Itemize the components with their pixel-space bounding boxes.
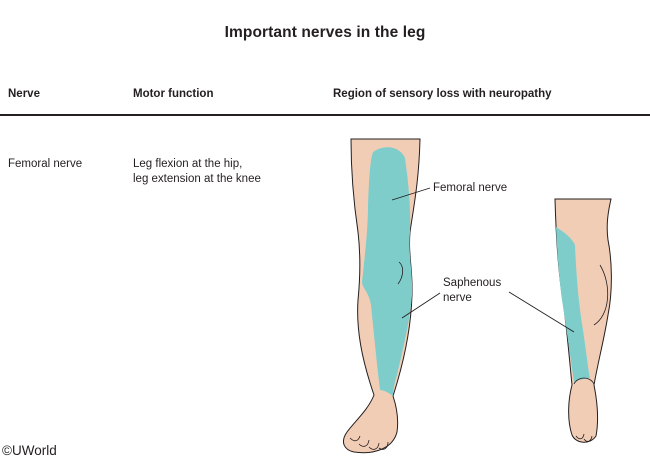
saphenous-label-line-2: nerve (443, 291, 501, 306)
copyright-notice: ©UWorld (2, 443, 57, 458)
anterior-leg (343, 139, 440, 453)
saphenous-label-line-1: Saphenous (443, 276, 501, 291)
medial-leg (509, 199, 611, 442)
saphenous-nerve-label: Saphenous nerve (443, 276, 501, 306)
femoral-nerve-label: Femoral nerve (433, 181, 507, 196)
